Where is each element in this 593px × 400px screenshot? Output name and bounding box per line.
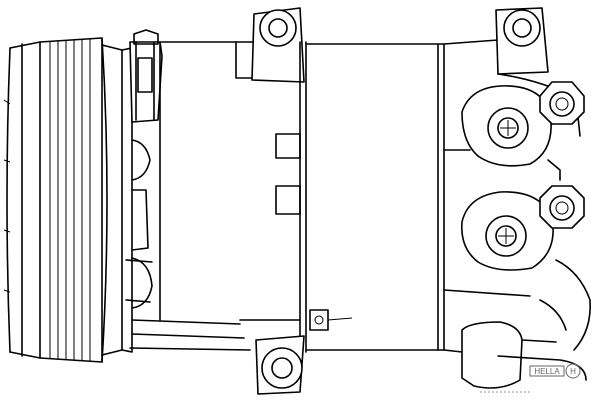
pulley [3,37,123,363]
svg-text:H: H [570,367,576,376]
compressor-body [159,7,445,395]
rear-head [443,7,591,389]
watermark-text: HELLA [534,367,560,376]
clutch-housing [121,29,251,353]
hella-logo-icon: HELLA H [480,363,581,393]
